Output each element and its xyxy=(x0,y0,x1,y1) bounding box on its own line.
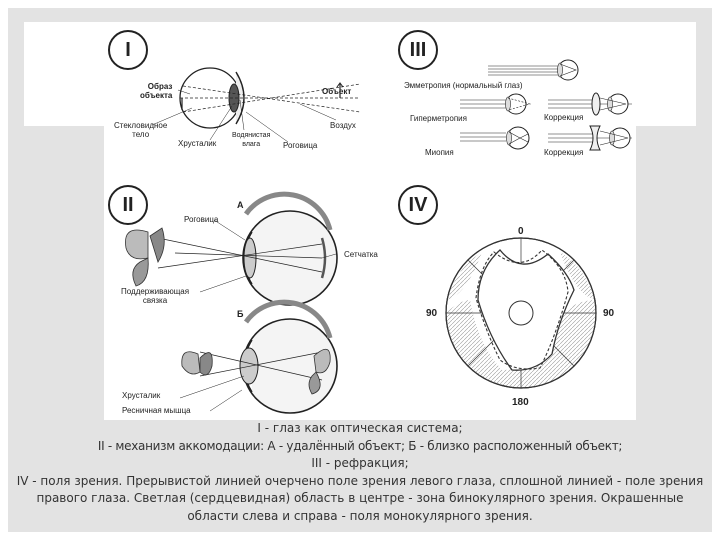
hypermetropia-label: Гиперметропия xyxy=(410,114,467,123)
aqueous-label: Водянистая влага xyxy=(232,132,271,148)
emmetropia-label: Эмметропия (нормальный глаз) xyxy=(404,81,523,90)
ligament-label: Поддерживающая связка xyxy=(121,287,190,305)
eye-optical-system xyxy=(151,67,361,143)
image-label: Образ объекта xyxy=(140,82,173,100)
butterfly-image-icon xyxy=(308,348,331,395)
correction-label-2: Коррекция xyxy=(544,148,584,157)
caption-line-2: II - механизм аккомодации: А - удалённый… xyxy=(97,438,623,453)
panel-iv-numeral: IV xyxy=(398,185,438,225)
field-label-0: 0 xyxy=(518,226,524,237)
panel-i-numeral: I xyxy=(108,30,148,70)
butterfly-b-icon xyxy=(181,351,213,376)
caption-line-4: IV - поля зрения. Прерывистой линией оче… xyxy=(16,473,704,523)
caption-line-1: I - глаз как оптическая система; xyxy=(257,421,463,435)
correction-label-1: Коррекция xyxy=(544,113,584,122)
field-label-right-90: 90 xyxy=(603,308,615,319)
lens-label-i: Хрусталик xyxy=(178,139,217,148)
figure-caption: I - глаз как оптическая система; II - ме… xyxy=(14,420,706,525)
label-a: А xyxy=(237,200,244,210)
panel-ii-numeral: II xyxy=(108,185,148,225)
cornea-label-i: Роговица xyxy=(283,141,318,150)
label-b: Б xyxy=(237,309,244,319)
ciliary-label: Ресничная мышца xyxy=(122,406,191,415)
cornea-label-ii: Роговица xyxy=(184,215,219,224)
lens-label-ii: Хрусталик xyxy=(122,391,161,400)
vitreous-label: Стекловидное тело xyxy=(114,121,168,139)
accommodation-eye-a xyxy=(157,191,338,306)
field-label-180: 180 xyxy=(512,397,529,408)
field-label-left-90: 90 xyxy=(426,308,438,319)
myopia-label: Миопия xyxy=(425,148,454,157)
butterfly-a-icon xyxy=(125,227,165,287)
refraction-diagrams xyxy=(460,59,632,151)
visual-field-chart xyxy=(445,237,597,389)
retina-label: Сетчатка xyxy=(344,250,378,259)
object-label: Объект xyxy=(322,87,352,96)
air-label: Воздух xyxy=(330,121,356,130)
caption-line-3: III - рефракция; xyxy=(311,456,409,470)
panel-iii-numeral: III xyxy=(398,30,438,70)
